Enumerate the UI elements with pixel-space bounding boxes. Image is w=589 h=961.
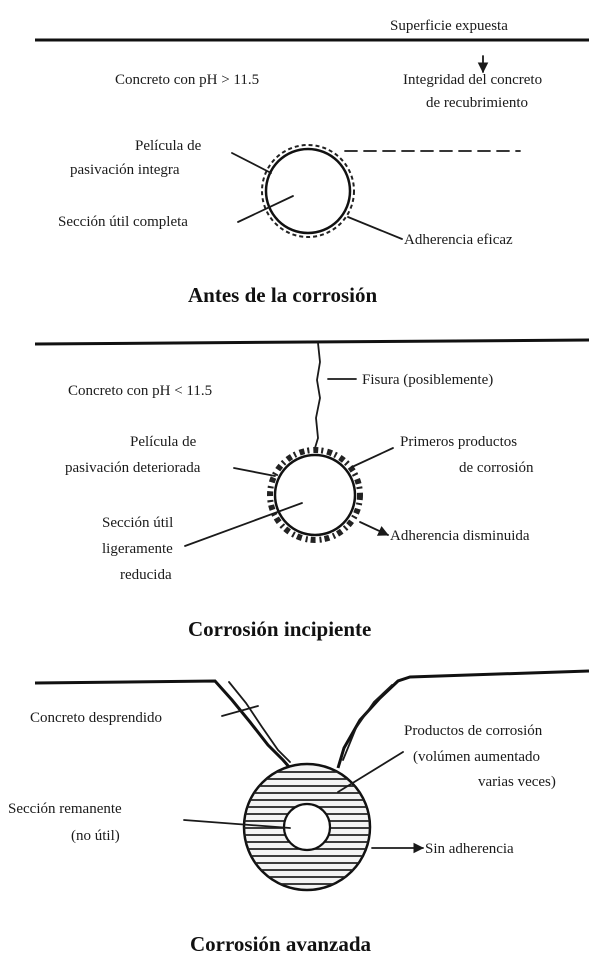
products-advanced-leader xyxy=(337,751,404,793)
film-label-line2: pasivación integra xyxy=(70,162,180,178)
first-products-line1: Primeros productos xyxy=(400,434,517,450)
remnant-label-line2: (no útil) xyxy=(71,828,120,844)
no-adherence-label: Sin adherencia xyxy=(425,841,514,857)
adherence-leader xyxy=(347,216,403,240)
remnant-label-line1: Sección remanente xyxy=(8,801,122,817)
adherence-effective-label: Adherencia eficaz xyxy=(404,232,513,248)
title-before-corrosion: Antes de la corrosión xyxy=(188,283,378,307)
remnant-leader xyxy=(183,819,291,829)
first-products-line2: de corrosión xyxy=(459,460,534,476)
film-label-line1: Película de xyxy=(135,138,202,154)
crack-label: Fisura (posiblemente) xyxy=(362,372,493,388)
products-advanced-line2: (volúmen aumentado xyxy=(413,749,540,765)
film-leader xyxy=(231,152,272,174)
integrity-label-line1: Integridad del concreto xyxy=(403,72,542,88)
spalled-concrete-label: Concreto desprendido xyxy=(30,710,162,726)
title-incipient-corrosion: Corrosión incipiente xyxy=(188,617,371,641)
panel-advanced-corrosion: Concreto desprendido Productos de corros… xyxy=(8,669,589,956)
first-products-leader xyxy=(351,447,394,468)
concrete-ph-low-label: Concreto con pH < 11.5 xyxy=(68,383,212,399)
film-deteriorated-line1: Película de xyxy=(130,434,197,450)
section-reduced-line1: Sección útil xyxy=(102,515,173,531)
spalled-leader xyxy=(221,705,259,717)
panel-before-corrosion: Superficie expuesta Concreto con pH > 11… xyxy=(35,18,589,307)
concrete-ph-high-label: Concreto con pH > 11.5 xyxy=(115,72,259,88)
adherence-reduced-leader xyxy=(359,521,389,536)
surface-line-2 xyxy=(34,338,589,346)
spall-inner-edge xyxy=(228,681,393,763)
film-deteriorated-leader xyxy=(233,467,276,477)
film-deteriorated-line2: pasivación deteriorada xyxy=(65,460,201,476)
spalled-surface-outline xyxy=(34,669,589,769)
section-reduced-leader xyxy=(184,502,303,547)
products-advanced-line1: Productos de corrosión xyxy=(404,723,543,739)
rebar-incipient xyxy=(273,453,357,537)
title-advanced-corrosion: Corrosión avanzada xyxy=(190,932,372,956)
section-leader xyxy=(237,195,294,223)
passivation-film-intact xyxy=(261,144,355,238)
crack xyxy=(314,342,321,449)
exposed-surface-label: Superficie expuesta xyxy=(390,18,508,34)
section-reduced-line2: ligeramente xyxy=(102,541,173,557)
adherence-reduced-label: Adherencia disminuida xyxy=(390,528,530,544)
corrosion-layer-thin xyxy=(267,447,363,543)
panel-incipient-corrosion: Concreto con pH < 11.5 Fisura (posibleme… xyxy=(34,338,589,641)
section-reduced-line3: reducida xyxy=(120,567,172,583)
remnant-section xyxy=(282,802,332,852)
integrity-label-line2: de recubrimiento xyxy=(426,95,528,111)
rebar-intact xyxy=(264,147,352,235)
products-advanced-line3: varias veces) xyxy=(478,774,556,790)
section-complete-label: Sección útil completa xyxy=(58,214,188,230)
